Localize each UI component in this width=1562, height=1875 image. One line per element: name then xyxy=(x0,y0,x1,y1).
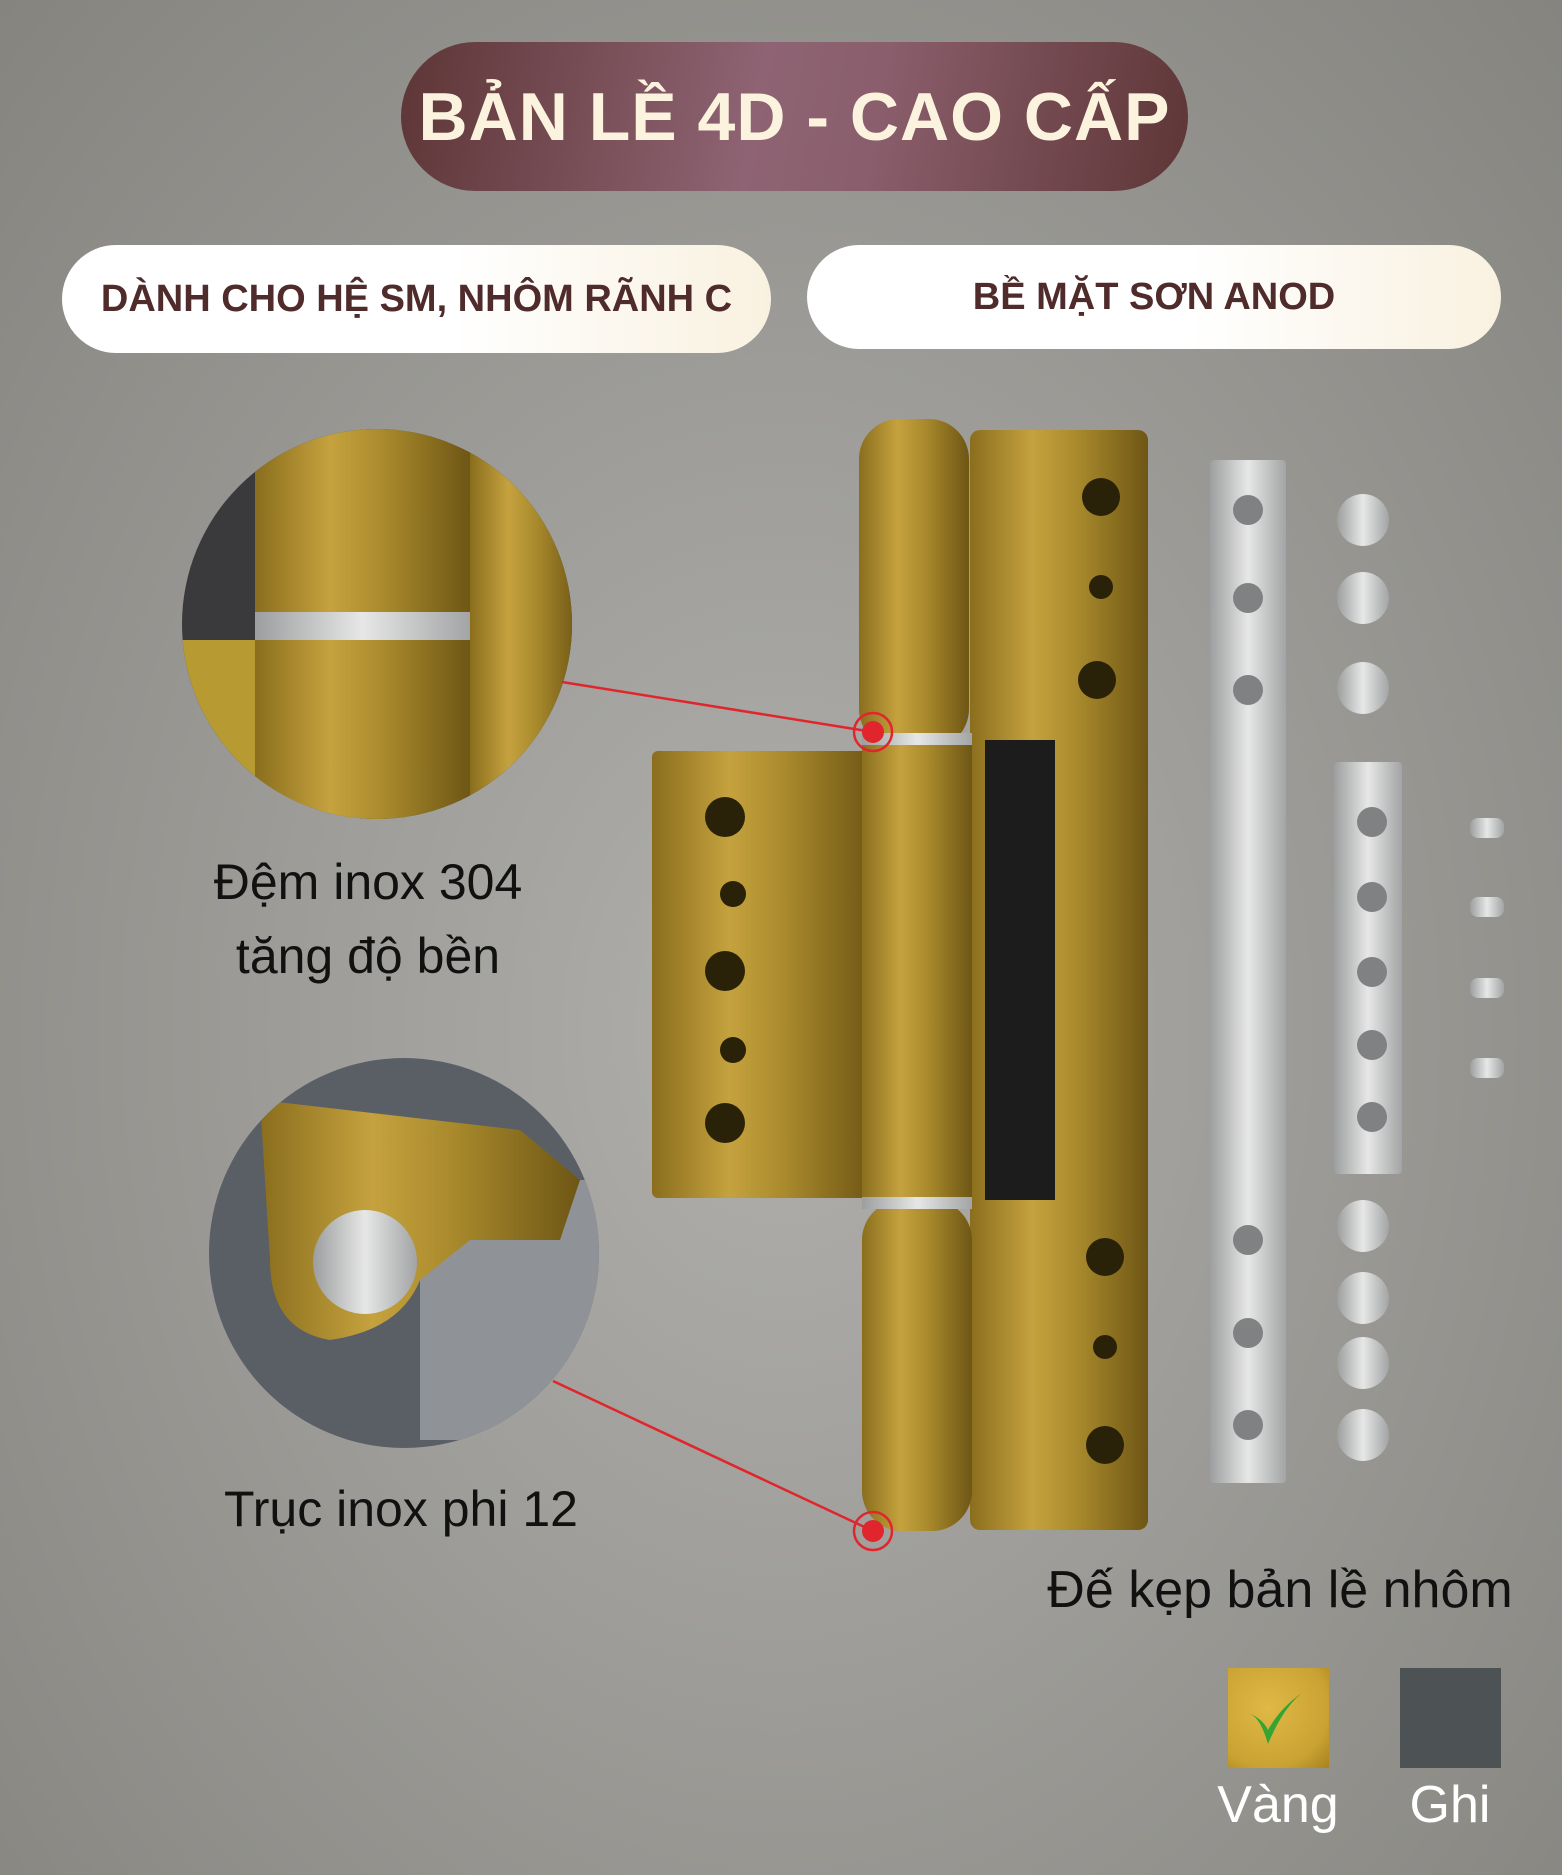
color-swatch-gold[interactable] xyxy=(1228,1668,1329,1768)
color-swatch-gray[interactable] xyxy=(1400,1668,1501,1768)
washer-caption-line1: Đệm inox 304 xyxy=(213,854,523,910)
title-banner: BẢN LỀ 4D - CAO CẤP xyxy=(401,42,1188,191)
page-title: BẢN LỀ 4D - CAO CẤP xyxy=(418,78,1171,155)
color-label-gray: Ghi xyxy=(1409,1776,1491,1834)
washer-detail-photo xyxy=(182,429,572,819)
pin-marker xyxy=(852,1510,894,1552)
pin-caption: Trục inox phi 12 xyxy=(224,1481,578,1537)
feature-badge-system: DÀNH CHO HỆ SM, NHÔM RÃNH C xyxy=(62,245,771,353)
feature-system-text: DÀNH CHO HỆ SM, NHÔM RÃNH C xyxy=(100,277,733,320)
feature-badge-surface: BỀ MẶT SƠN ANOD xyxy=(807,245,1501,349)
feature-surface-text: BỀ MẶT SƠN ANOD xyxy=(972,275,1336,318)
pin-callout-line xyxy=(552,1379,874,1533)
washer-caption-line2: tăng độ bền xyxy=(235,928,501,984)
color-label-gold: Vàng xyxy=(1217,1776,1339,1834)
washer-callout-line xyxy=(561,680,874,734)
base-strip-image xyxy=(1210,460,1286,1483)
base-caption: Đế kẹp bản lề nhôm xyxy=(1047,1561,1513,1619)
check-icon xyxy=(1248,1693,1302,1744)
pin-detail-photo xyxy=(209,1058,599,1448)
washer-marker xyxy=(852,711,894,753)
screws-image xyxy=(1337,494,1504,1461)
hinge-image xyxy=(652,419,1148,1531)
